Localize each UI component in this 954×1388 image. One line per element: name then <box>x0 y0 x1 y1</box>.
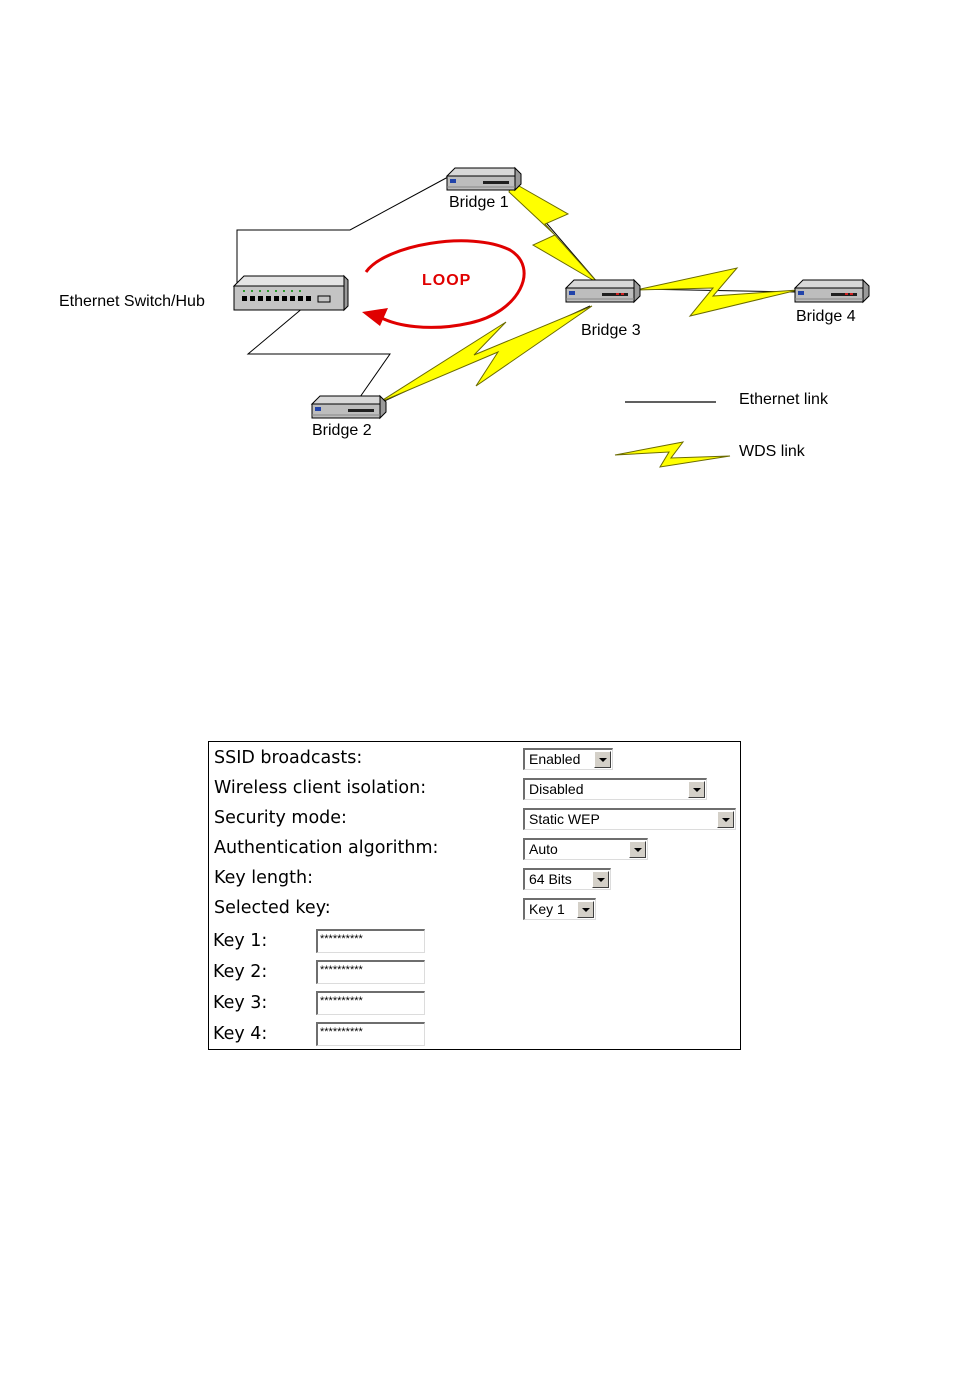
chevron-down-icon[interactable] <box>688 781 705 798</box>
client-isolation-label: Wireless client isolation: <box>214 778 427 798</box>
key4-label: Key 4: <box>213 1024 268 1044</box>
selected-key-value: Key 1 <box>529 901 565 917</box>
security-mode-select[interactable]: Static WEP <box>523 808 736 830</box>
switch-label: Ethernet Switch/Hub <box>59 293 205 310</box>
bridge-status-leds <box>616 293 853 295</box>
chevron-down-icon[interactable] <box>594 751 611 768</box>
wds-link-bridge3-bridge4 <box>635 267 799 317</box>
security-mode-value: Static WEP <box>529 811 600 827</box>
auth-algorithm-label: Authentication algorithm: <box>214 838 439 858</box>
bridge1-icon <box>446 167 522 191</box>
key-length-select[interactable]: 64 Bits <box>523 868 611 890</box>
key1-label: Key 1: <box>213 931 268 951</box>
legend-wds-label: WDS link <box>739 443 805 460</box>
security-mode-label: Security mode: <box>214 808 347 828</box>
legend-wds-bolt <box>614 441 731 468</box>
key3-field[interactable]: ********** <box>316 991 425 1015</box>
ethernet-link-switch-bridge1 <box>236 176 449 292</box>
selected-key-select[interactable]: Key 1 <box>523 898 596 920</box>
client-isolation-value: Disabled <box>529 781 584 797</box>
legend-ethernet-label: Ethernet link <box>739 391 828 408</box>
bridge4-icon <box>794 279 870 303</box>
key2-label: Key 2: <box>213 962 268 982</box>
key3-label: Key 3: <box>213 993 268 1013</box>
wds-loop-diagram: Bridge 1 Bridge 2 Bridge 3 Bridge 4 Ethe… <box>0 0 954 520</box>
bridge2-icon <box>311 395 387 419</box>
key2-field[interactable]: ********** <box>316 960 425 984</box>
wds-link-bridge1-bridge3 <box>508 181 599 284</box>
ethernet-link-switch-bridge2 <box>246 301 391 398</box>
loop-label: LOOP <box>422 272 472 289</box>
auth-algorithm-value: Auto <box>529 841 558 857</box>
key-length-label: Key length: <box>214 868 313 888</box>
selected-key-label: Selected key: <box>214 898 331 918</box>
auth-algorithm-select[interactable]: Auto <box>523 838 648 860</box>
chevron-down-icon[interactable] <box>717 811 734 828</box>
bridge4-label: Bridge 4 <box>796 308 856 325</box>
chevron-down-icon[interactable] <box>577 901 594 918</box>
wds-link-bridge2-bridge3 <box>377 305 593 404</box>
key1-field[interactable]: ********** <box>316 929 425 953</box>
ssid-broadcasts-select[interactable]: Enabled <box>523 748 613 770</box>
chevron-down-icon[interactable] <box>592 871 609 888</box>
bridge2-label: Bridge 2 <box>312 422 372 439</box>
bridge1-label: Bridge 1 <box>449 194 509 211</box>
ethernet-switch-hub-icon <box>232 274 349 312</box>
key-length-value: 64 Bits <box>529 871 572 887</box>
bridge3-label: Bridge 3 <box>581 322 641 339</box>
loop-arrow-icon <box>362 239 526 329</box>
ssid-broadcasts-label: SSID broadcasts: <box>214 748 363 768</box>
key4-field[interactable]: ********** <box>316 1022 425 1046</box>
bridge3-icon <box>565 279 641 303</box>
chevron-down-icon[interactable] <box>629 841 646 858</box>
client-isolation-select[interactable]: Disabled <box>523 778 707 800</box>
wireless-security-settings-panel: SSID broadcasts: Enabled Wireless client… <box>208 741 741 1050</box>
ssid-broadcasts-value: Enabled <box>529 751 581 767</box>
